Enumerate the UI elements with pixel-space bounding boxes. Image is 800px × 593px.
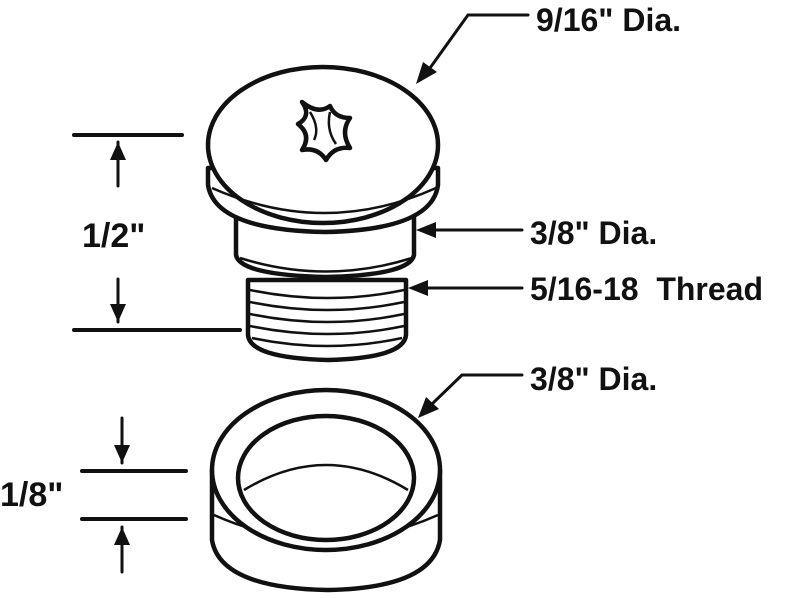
drive-recess-icon (295, 99, 353, 163)
shank-diameter-leader (416, 222, 524, 238)
arrow-down-icon (110, 304, 126, 322)
ring-part (209, 387, 443, 593)
head-diameter-leader (416, 13, 530, 84)
head-diameter-label: 9/16" Dia. (536, 2, 681, 38)
leader-arrow-icon (416, 62, 437, 84)
arrow-down-icon (114, 445, 130, 463)
thread-section (245, 277, 409, 363)
leader-arrow-icon (416, 222, 436, 238)
thread-leader (408, 280, 524, 296)
leader-arrow-icon (408, 280, 428, 296)
ring-diameter-leader (418, 373, 524, 418)
thread-spec-label: 5/16-18 Thread (530, 271, 763, 307)
ring-height-dimension (80, 416, 188, 574)
bolt-part (205, 64, 441, 363)
shank-diameter-label: 3/8" Dia. (530, 215, 657, 251)
bolt-height-dimension (72, 133, 242, 332)
leader-arrow-icon (418, 397, 439, 418)
ring-diameter-label: 3/8" Dia. (530, 361, 657, 397)
arrow-up-icon (114, 527, 130, 545)
bolt-height-label: 1/2" (82, 217, 145, 255)
arrow-up-icon (110, 142, 126, 160)
ring-height-label: 1/8" (0, 476, 63, 514)
